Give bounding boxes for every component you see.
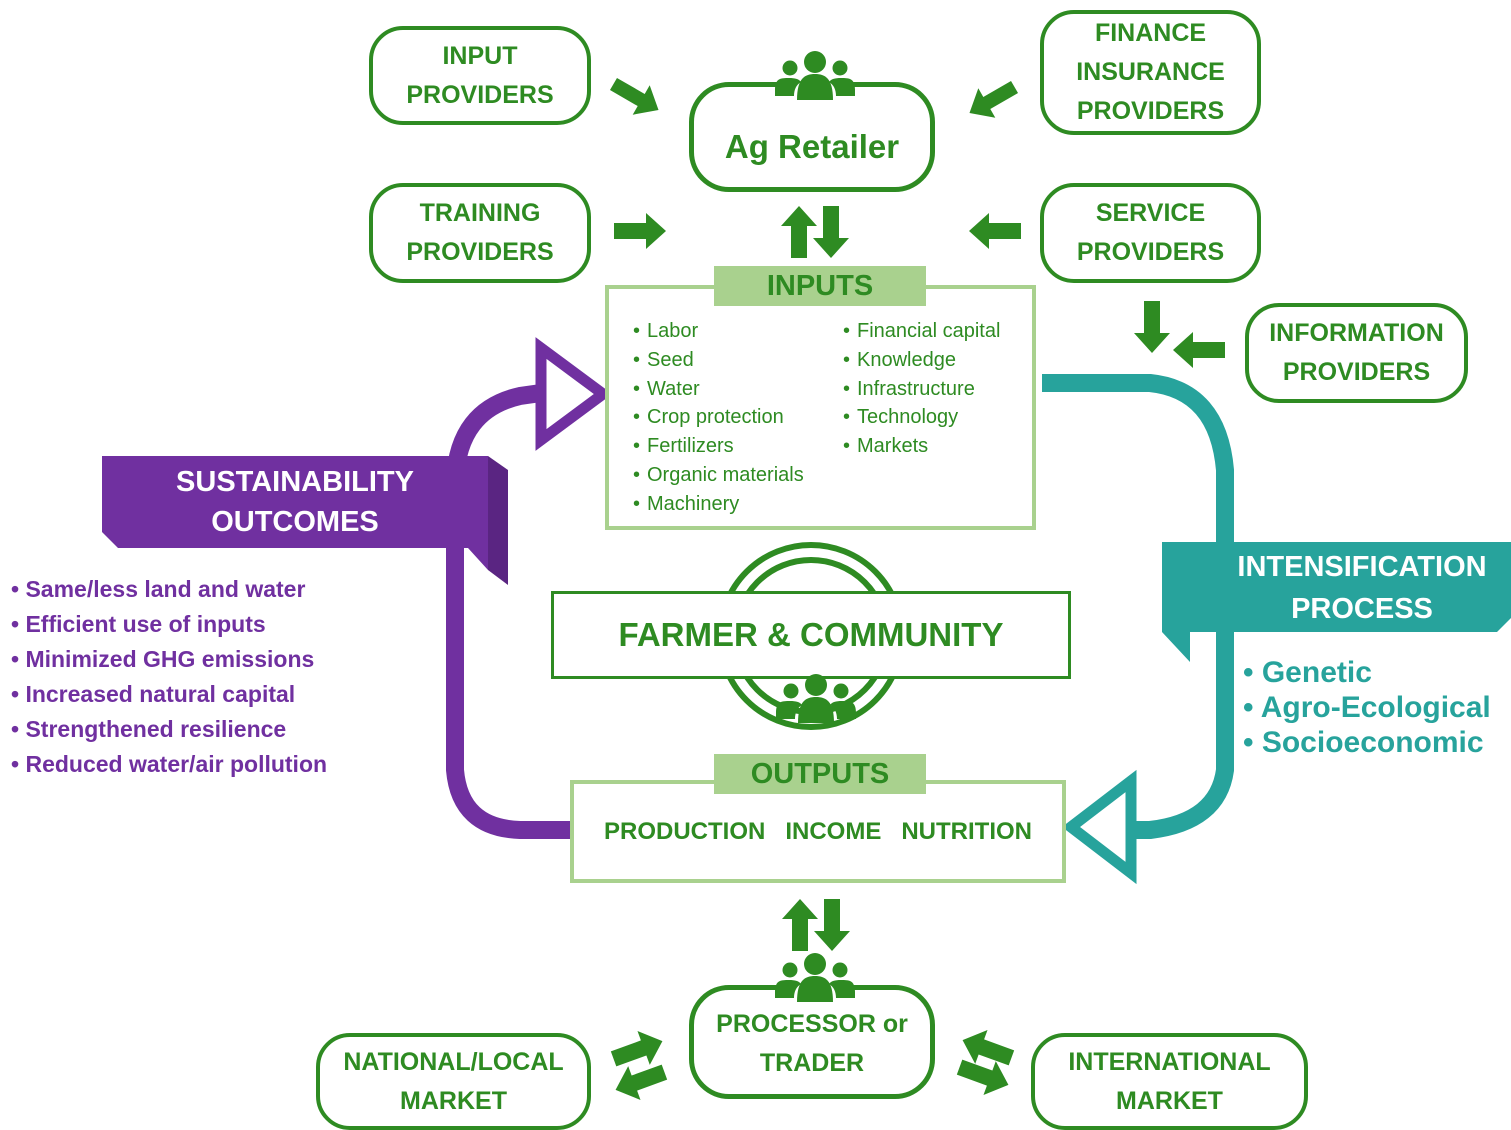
international-market-label: INTERNATIONAL MARKET <box>1068 1047 1271 1115</box>
sustainability-title-line2: OUTCOMES <box>211 506 379 538</box>
list-item: Knowledge <box>843 346 1000 375</box>
inputs-left-list: Labor Seed Water Crop protection Fertili… <box>633 317 804 519</box>
list-item: • Agro-Ecological <box>1243 691 1491 724</box>
sustainability-title-line1: SUSTAINABILITY <box>176 466 414 498</box>
sustainability-outcomes-list: • Same/less land and water • Efficient u… <box>11 572 327 782</box>
intensification-title: INTENSIFICATION PROCESS <box>1214 546 1510 630</box>
list-item: Technology <box>843 403 1000 432</box>
service-providers-label: SERVICE PROVIDERS <box>1076 199 1225 266</box>
list-item: • Socioeconomic <box>1243 726 1484 759</box>
list-item: • Increased natural capital <box>11 681 296 707</box>
training-providers-label: TRAINING PROVIDERS <box>406 199 554 266</box>
ag-retailer-box: Ag Retailer <box>689 82 935 192</box>
flow-arrows <box>609 77 1225 1100</box>
list-item: Water <box>633 375 804 404</box>
intensification-process-list: • Genetic • Agro-Ecological • Socioecono… <box>1243 655 1491 760</box>
list-item: Labor <box>633 317 804 346</box>
farmer-community-box: FARMER & COMMUNITY <box>551 591 1071 679</box>
list-item: • Genetic <box>1243 656 1372 689</box>
training-providers-box: TRAINING PROVIDERS <box>369 183 591 283</box>
outputs-box: PRODUCTION INCOME NUTRITION <box>570 780 1066 883</box>
farmer-community-label: FARMER & COMMUNITY <box>618 616 1004 653</box>
intensification-cycle-arrow <box>1028 369 1239 885</box>
list-item: Markets <box>843 432 1000 461</box>
output-production: PRODUCTION <box>604 817 766 845</box>
sustainability-title: SUSTAINABILITY OUTCOMES <box>102 462 488 542</box>
processor-trader-label: PROCESSOR or TRADER <box>716 1010 908 1077</box>
inputs-header: INPUTS <box>714 266 926 306</box>
international-market-box: INTERNATIONAL MARKET <box>1031 1033 1308 1130</box>
input-providers-label: INPUT PROVIDERS <box>406 41 554 109</box>
sustainability-cycle-arrow <box>441 337 613 844</box>
ag-retailer-label: Ag Retailer <box>724 128 900 165</box>
processor-trader-box: PROCESSOR or TRADER <box>689 985 935 1099</box>
list-item: • Efficient use of inputs <box>11 611 266 637</box>
list-item: Fertilizers <box>633 432 804 461</box>
national-local-market-box: NATIONAL/LOCAL MARKET <box>316 1033 591 1130</box>
inputs-right-list: Financial capital Knowledge Infrastructu… <box>843 317 1000 461</box>
finance-insurance-providers-box: FINANCE INSURANCE PROVIDERS <box>1040 10 1261 135</box>
intensification-title-line2: PROCESS <box>1291 593 1433 625</box>
list-item: • Strengthened resilience <box>11 716 287 742</box>
list-item: Infrastructure <box>843 375 1000 404</box>
list-item: Seed <box>633 346 804 375</box>
list-item: Machinery <box>633 490 804 519</box>
list-item: • Same/less land and water <box>11 576 306 602</box>
national-local-market-label: NATIONAL/LOCAL MARKET <box>343 1047 564 1115</box>
outputs-header: OUTPUTS <box>714 754 926 794</box>
output-income: INCOME <box>785 817 882 845</box>
list-item: • Reduced water/air pollution <box>11 751 328 777</box>
list-item: Organic materials <box>633 461 804 490</box>
information-providers-label: INFORMATION PROVIDERS <box>1269 319 1444 386</box>
information-providers-box: INFORMATION PROVIDERS <box>1245 303 1468 403</box>
input-providers-box: INPUT PROVIDERS <box>369 26 591 125</box>
finance-insurance-providers-label: FINANCE INSURANCE PROVIDERS <box>1076 19 1225 125</box>
intensification-title-line1: INTENSIFICATION <box>1237 551 1487 583</box>
service-providers-box: SERVICE PROVIDERS <box>1040 183 1261 283</box>
list-item: Crop protection <box>633 403 804 432</box>
list-item: Financial capital <box>843 317 1000 346</box>
list-item: • Minimized GHG emissions <box>11 646 315 672</box>
output-nutrition: NUTRITION <box>901 817 1032 845</box>
inputs-box: Labor Seed Water Crop protection Fertili… <box>605 285 1036 530</box>
